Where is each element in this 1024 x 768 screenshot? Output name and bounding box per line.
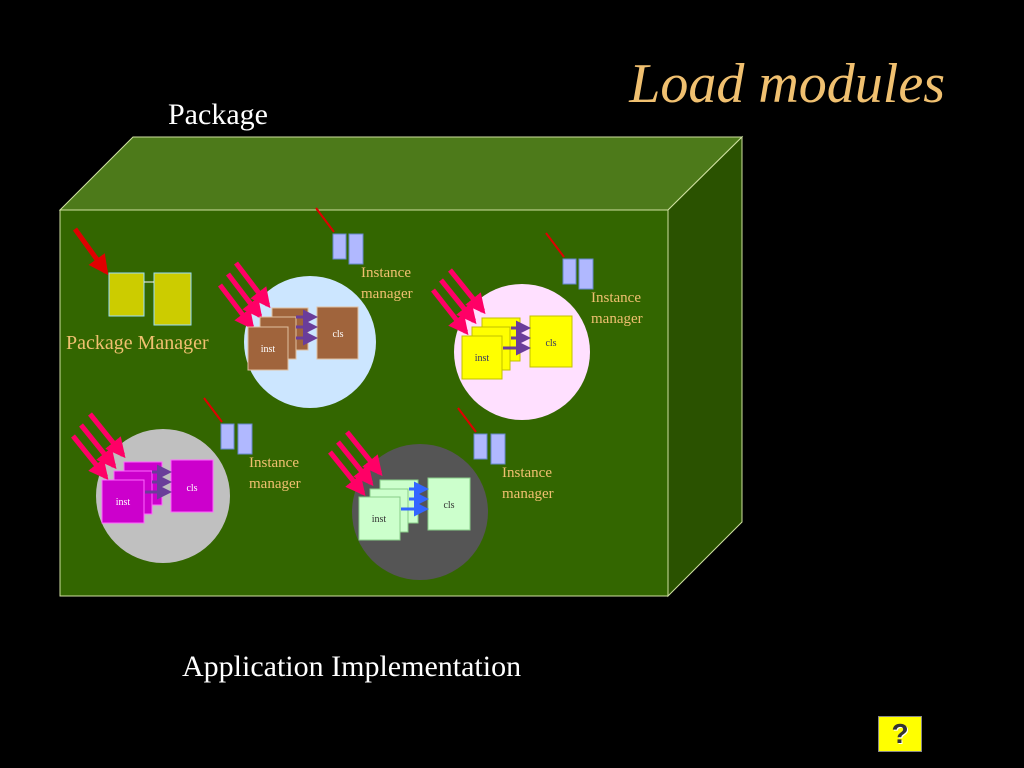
module-yellow: inst cls <box>431 232 594 420</box>
package-manager <box>72 227 192 326</box>
cls-box <box>427 477 471 531</box>
instance-manager-box-right <box>578 258 594 290</box>
module-magenta: inst cls <box>71 397 253 563</box>
instance-manager-box-left <box>562 258 577 285</box>
instance-manager-label: Instance manager <box>361 265 413 302</box>
package-manager-box-right <box>153 272 192 326</box>
cls-label: cls <box>186 483 197 494</box>
question-mark-icon: ? <box>891 718 909 749</box>
application-label: Application Implementation <box>182 650 522 683</box>
package-label: Package <box>168 98 268 131</box>
instance-manager-label: Instance manager <box>591 290 643 327</box>
help-button[interactable]: ? <box>878 716 922 752</box>
instance-manager-arrow <box>545 232 565 258</box>
instance-manager-arrow <box>315 207 335 233</box>
instance-manager-box-right <box>348 233 364 265</box>
cls-box <box>170 459 214 513</box>
inst-label: inst <box>475 353 490 364</box>
incoming-arrow <box>336 440 374 487</box>
module-mint: inst cls <box>328 407 506 580</box>
package-manager-box-left <box>108 272 145 317</box>
incoming-arrow <box>345 430 383 477</box>
incoming-arrow <box>234 261 271 309</box>
incoming-arrow <box>448 268 486 315</box>
incoming-arrows <box>218 261 271 331</box>
inst-label: inst <box>372 514 387 525</box>
inst-box-front <box>247 326 289 371</box>
incoming-arrow <box>71 434 109 481</box>
incoming-arrow <box>88 412 126 459</box>
incoming-arrows <box>328 430 383 497</box>
instance-manager-box-left <box>220 423 235 450</box>
instance-manager-arrow <box>457 407 477 433</box>
instance-manager-box-right <box>490 433 506 465</box>
instance-manager-arrow <box>203 397 223 423</box>
package-manager-label: Package Manager <box>66 332 209 354</box>
incoming-arrows <box>431 268 486 336</box>
incoming-arrows <box>71 412 126 481</box>
instance-manager-label: Instance manager <box>249 455 301 492</box>
incoming-arrow <box>328 450 366 497</box>
instance-manager-box-right <box>237 423 253 455</box>
incoming-arrow <box>439 278 477 325</box>
package-box-side <box>667 135 743 598</box>
incoming-arrow <box>218 283 255 331</box>
cls-label: cls <box>545 338 556 349</box>
inst-box-front <box>358 496 401 541</box>
inst-label: inst <box>116 497 131 508</box>
incoming-arrow <box>79 423 117 470</box>
incoming-arrow <box>226 272 263 320</box>
module-brown: inst cls <box>218 207 376 408</box>
inst-box-front <box>461 335 503 380</box>
cls-box <box>529 315 573 368</box>
inst-box-front <box>101 479 145 524</box>
cls-label: cls <box>443 500 454 511</box>
instance-manager-label: Instance manager <box>502 465 554 502</box>
cls-label: cls <box>332 329 343 340</box>
slide-title: Load modules <box>629 53 945 115</box>
package-box-top <box>58 136 744 211</box>
package-manager-arrow <box>72 227 109 276</box>
instance-manager-box-left <box>332 233 347 260</box>
inst-label: inst <box>261 344 276 355</box>
instance-manager-box-left <box>473 433 488 460</box>
incoming-arrow <box>431 288 469 336</box>
